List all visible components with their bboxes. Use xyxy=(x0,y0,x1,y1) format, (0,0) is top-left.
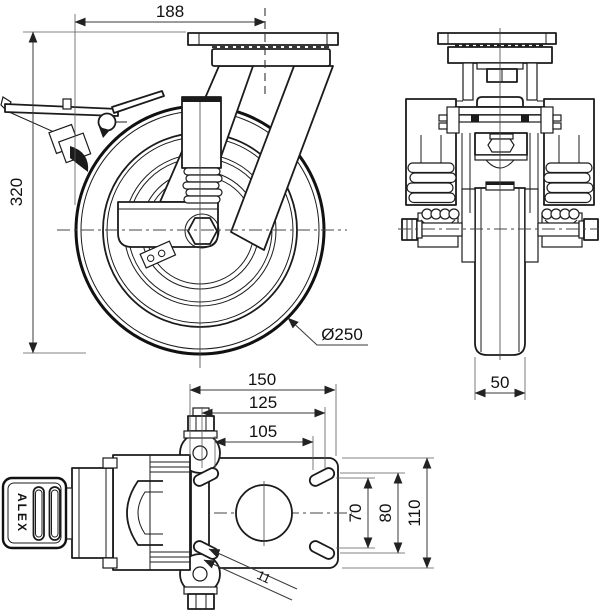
kingpin-bottom-nut xyxy=(183,586,218,610)
top-plate-side xyxy=(437,32,557,83)
top-plate-front xyxy=(187,32,339,67)
kingpin-top-nut xyxy=(183,407,218,439)
dim-label-110: 110 xyxy=(405,499,424,526)
brake-yoke xyxy=(126,480,163,546)
dim-label-188: 188 xyxy=(156,2,184,21)
release-lever xyxy=(111,90,165,114)
dim-bolt-length-inner: 105 xyxy=(214,422,314,470)
hub-flange-right xyxy=(524,188,539,263)
fork-bar-left xyxy=(462,62,474,101)
dim-label-125: 125 xyxy=(249,393,277,412)
dim-label-50: 50 xyxy=(491,373,510,392)
dim-bolt-width-outer: 80 xyxy=(340,472,405,554)
dimensions: 188 320 Ø250 50 150 xyxy=(7,2,526,601)
brand-label: ALEX xyxy=(15,493,29,533)
brake-linkage xyxy=(139,240,177,269)
dim-swivel-offset: 188 xyxy=(74,2,266,205)
dim-bolt-length-outer: 125 xyxy=(201,393,326,468)
dim-label-80: 80 xyxy=(376,504,395,523)
dim-label-105: 105 xyxy=(249,422,277,441)
fork-bar-right xyxy=(526,62,538,101)
fork-leg-right xyxy=(230,65,334,251)
dim-plate-length: 150 xyxy=(189,370,337,456)
bottom-view: ALEX xyxy=(1,407,352,610)
dim-label-250: Ø250 xyxy=(321,325,363,344)
dim-label-150: 150 xyxy=(248,370,276,389)
spring-box-right xyxy=(543,98,595,206)
front-view xyxy=(0,8,347,368)
axle-bolt-head xyxy=(401,218,418,241)
rotation-arrow xyxy=(99,127,110,138)
brake-housing-top xyxy=(65,454,191,571)
dim-overall-height: 320 xyxy=(7,31,186,354)
axle-block xyxy=(117,201,220,249)
center-bolt xyxy=(487,138,515,153)
axle-nut xyxy=(187,217,218,245)
axle-assembly-side xyxy=(401,208,599,248)
dim-label-11: 11 xyxy=(255,567,274,586)
axle-nut-side xyxy=(583,218,599,241)
dim-plate-width: 110 xyxy=(342,457,434,569)
dim-bolt-width-inner: 70 xyxy=(336,477,375,549)
side-view xyxy=(398,28,599,360)
spring-front xyxy=(181,96,223,204)
bolt-slots xyxy=(192,467,336,560)
dim-wheel-diameter: Ø250 xyxy=(287,317,368,346)
hub-flange-left xyxy=(461,188,476,263)
dim-wheel-width: 50 xyxy=(474,357,526,400)
dim-slot-width: 11 xyxy=(203,548,298,601)
brake-pedal-top: ALEX xyxy=(1,476,68,550)
spring-box-left xyxy=(405,98,457,206)
dim-label-70: 70 xyxy=(346,504,365,523)
dim-label-320: 320 xyxy=(7,178,26,206)
